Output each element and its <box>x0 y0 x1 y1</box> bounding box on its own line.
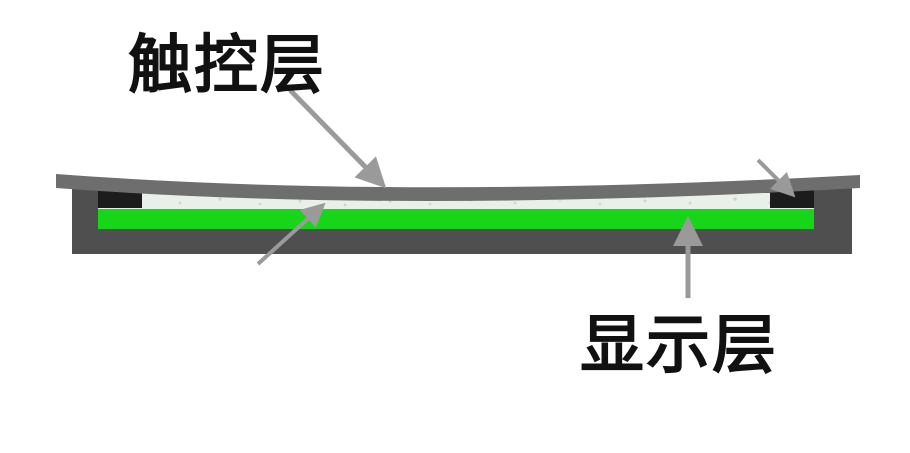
touch-layer <box>56 174 860 201</box>
gap-pointer-arrow <box>256 202 326 266</box>
touch-layer-pointer-arrow <box>288 88 387 189</box>
display-layer-label: 显示层 <box>580 309 778 383</box>
touch-layer-label: 触控层 <box>128 29 326 103</box>
display-layer <box>98 209 814 229</box>
spacer-pointer-arrow <box>756 158 796 198</box>
spacer-left <box>98 190 142 208</box>
